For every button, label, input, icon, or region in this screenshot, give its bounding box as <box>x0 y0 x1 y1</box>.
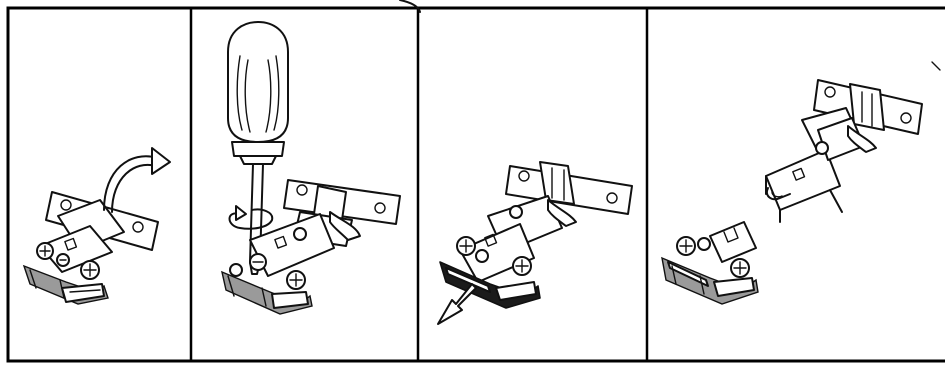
hinge-arm-separated <box>765 79 923 223</box>
hinge-2 <box>221 179 401 315</box>
edge-mark <box>931 61 941 71</box>
panel-1 <box>22 147 171 305</box>
screwdriver-icon <box>227 21 289 275</box>
diagram-frame <box>6 6 945 363</box>
hinge-1 <box>22 191 159 305</box>
panel-3 <box>437 161 633 325</box>
panel-4 <box>661 61 941 305</box>
hinge-3 <box>439 161 633 309</box>
panel-2 <box>221 21 401 315</box>
mounting-plate <box>661 221 759 305</box>
rotate-ccw-icon <box>228 205 274 230</box>
top-notch-mark <box>399 0 421 13</box>
outline-arrow-icon <box>437 283 477 325</box>
curved-arrow-icon <box>103 147 171 213</box>
